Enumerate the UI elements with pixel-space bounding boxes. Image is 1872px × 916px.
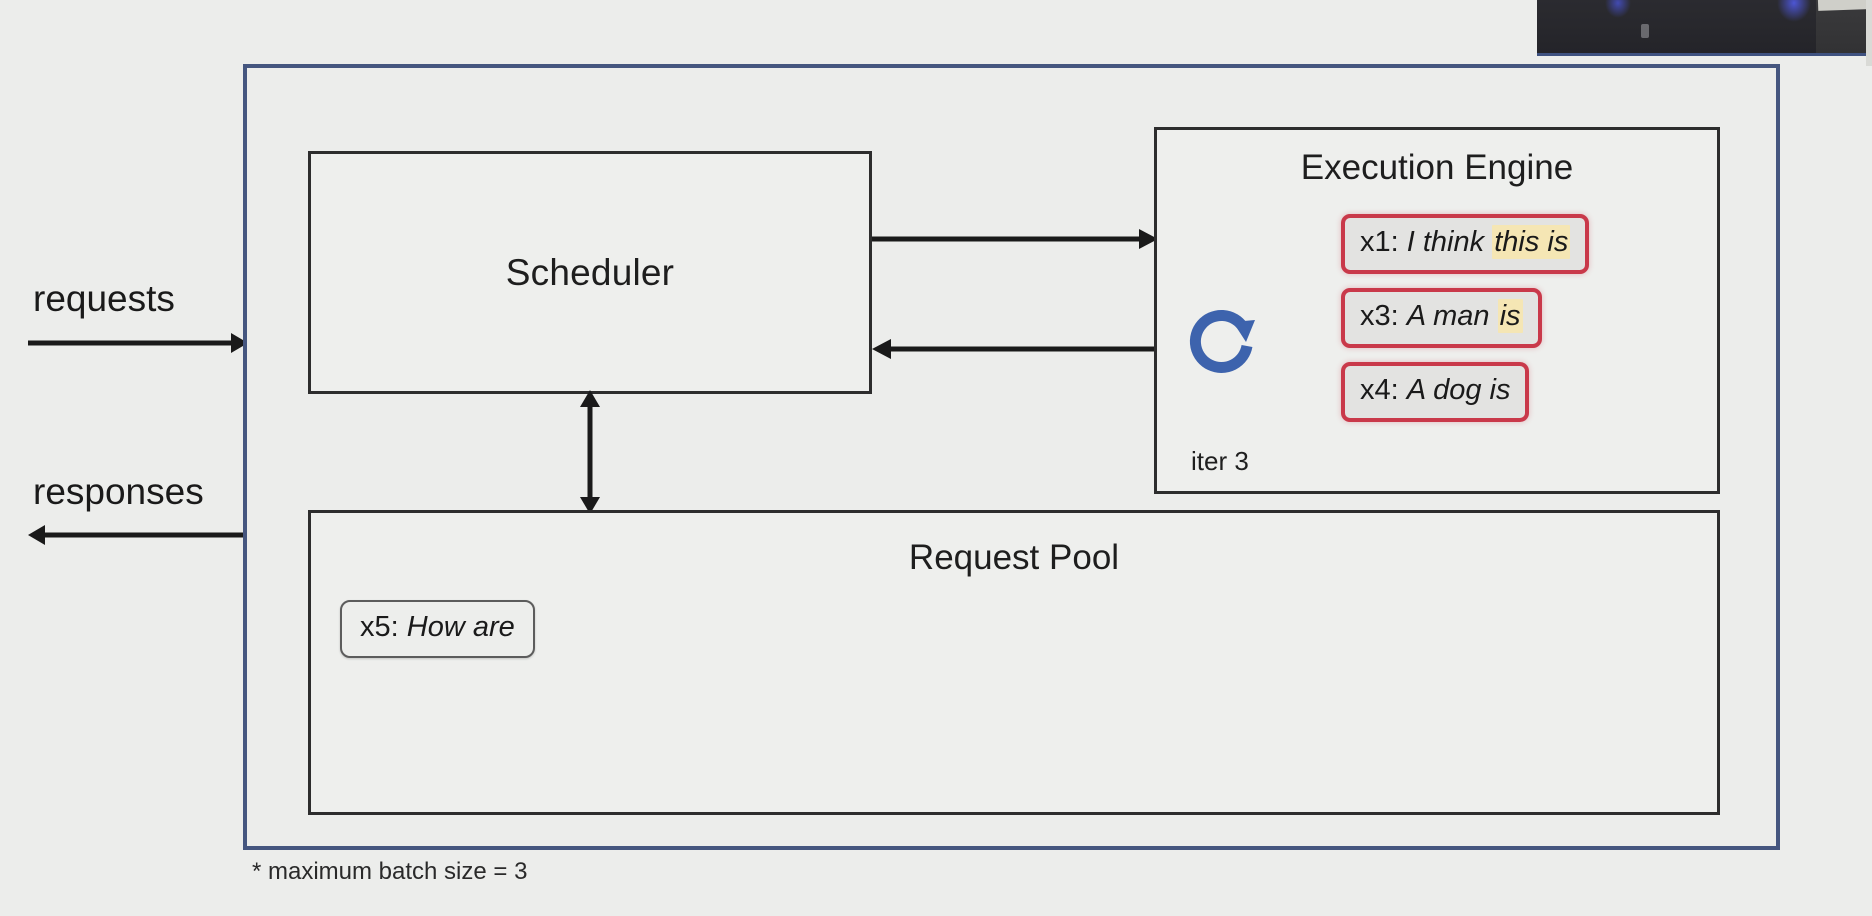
running-sequence-row: x4: A dog is bbox=[1341, 362, 1589, 436]
refresh-circular-arrow-icon bbox=[1189, 309, 1255, 373]
request-pool-box[interactable]: Request Pool x5: How are bbox=[308, 510, 1720, 815]
video-paper-sheet bbox=[1817, 0, 1869, 11]
scheduler-title: Scheduler bbox=[505, 251, 675, 293]
sequence-text-x1: I think bbox=[1406, 226, 1485, 258]
sequence-id-x3: x3: bbox=[1360, 300, 1399, 333]
sequence-highlight-x1: this is bbox=[1492, 225, 1571, 259]
webcam-video-overlay bbox=[1537, 0, 1872, 53]
scheduler-to-engine-arrow bbox=[872, 229, 1158, 249]
queued-request-x5[interactable]: x5: How are bbox=[340, 600, 535, 658]
responses-label: responses bbox=[33, 471, 204, 512]
running-sequence-row: x1: I think this is bbox=[1341, 214, 1590, 288]
running-sequence-list: x1: I think this is x3: A man is x4: A d… bbox=[1341, 214, 1590, 436]
running-sequence-x4[interactable]: x4: A dog is bbox=[1341, 362, 1530, 423]
responses-arrow bbox=[28, 525, 248, 545]
video-right-panel bbox=[1816, 0, 1872, 53]
video-glow-right bbox=[1777, 0, 1811, 22]
sequence-text-x4: A dog is bbox=[1406, 374, 1511, 407]
sequence-id-x1: x1: bbox=[1360, 226, 1399, 258]
running-sequence-x1[interactable]: x1: I think this is bbox=[1341, 214, 1590, 275]
running-sequence-x3[interactable]: x3: A man is bbox=[1341, 288, 1542, 349]
footnote: * maximum batch size = 3 bbox=[252, 858, 528, 885]
iteration-label: iter 3 bbox=[1191, 446, 1249, 476]
queued-request-list: x5: How are bbox=[340, 600, 535, 658]
sequence-id-x4: x4: bbox=[1360, 374, 1399, 407]
sequence-highlight-x3: is bbox=[1497, 299, 1523, 334]
screen-right-edge bbox=[1866, 0, 1872, 66]
video-speck bbox=[1641, 24, 1649, 38]
execution-engine-title: Execution Engine bbox=[1300, 148, 1574, 187]
running-sequence-row: x3: A man is bbox=[1341, 288, 1589, 362]
video-glow-left bbox=[1605, 0, 1631, 18]
queued-text-x5: How are bbox=[406, 611, 515, 643]
engine-to-scheduler-arrow bbox=[872, 339, 1158, 359]
requests-arrow bbox=[28, 333, 248, 353]
request-pool-title: Request Pool bbox=[908, 538, 1120, 577]
requests-label: requests bbox=[33, 278, 175, 319]
sequence-text-x3: A man bbox=[1406, 300, 1490, 333]
scheduler-pool-double-arrow bbox=[580, 390, 600, 514]
queued-id-x5: x5: bbox=[360, 611, 399, 643]
execution-engine-box[interactable]: Execution Engine x1: I think this is x3:… bbox=[1154, 127, 1720, 494]
scheduler-box[interactable]: Scheduler bbox=[308, 151, 872, 394]
video-overlay-underline bbox=[1537, 53, 1872, 56]
